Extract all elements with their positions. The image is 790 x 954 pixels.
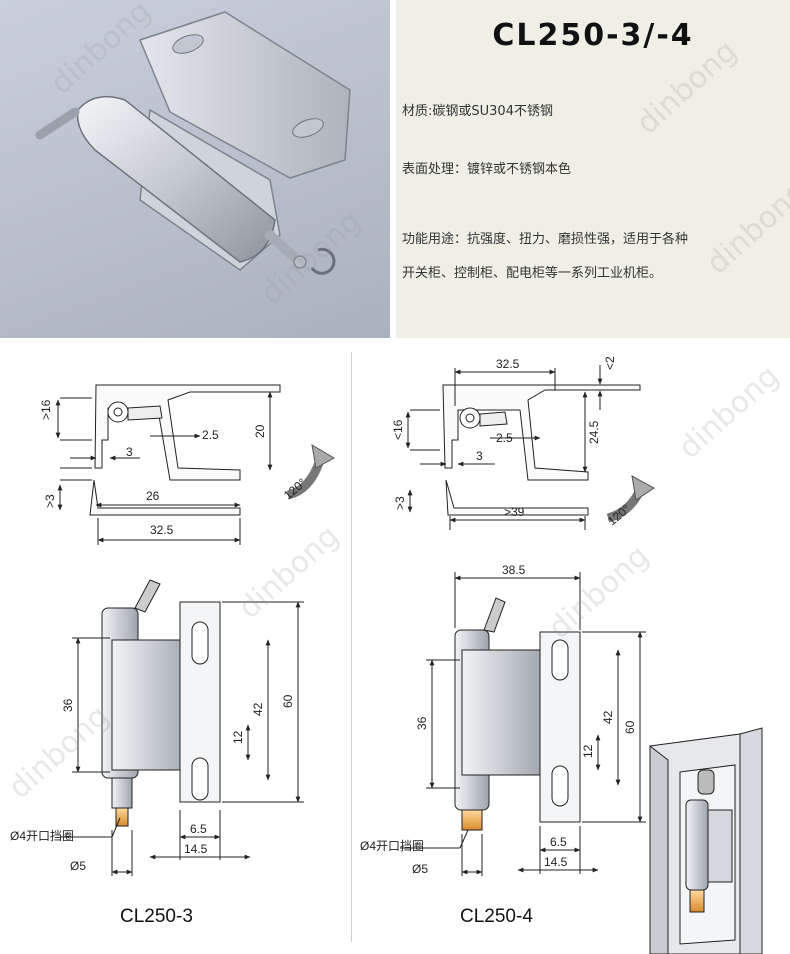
left-dimension-labels: >16 2.5 20 3 >3 26 32.5 120° 36 42 60 12… (10, 399, 309, 927)
watermark: dinbong (699, 173, 790, 282)
svg-text:Ø4开口挡圈: Ø4开口挡圈 (360, 839, 424, 853)
svg-text:26: 26 (146, 489, 160, 503)
svg-text:>39: >39 (504, 505, 525, 519)
svg-text:3: 3 (476, 449, 483, 463)
svg-text:>3: >3 (43, 494, 57, 508)
svg-text:60: 60 (281, 694, 295, 708)
svg-text:Ø4开口挡圈: Ø4开口挡圈 (10, 829, 74, 843)
svg-text:36: 36 (415, 716, 429, 730)
spec-material: 材质:碳钢或SU304不锈钢 (402, 104, 553, 119)
svg-text:dinbong: dinbong (2, 698, 116, 806)
svg-text:Ø5: Ø5 (412, 862, 428, 876)
svg-text:42: 42 (251, 702, 265, 716)
svg-text:42: 42 (601, 710, 615, 724)
drawing-divider (351, 352, 352, 942)
svg-text:14.5: 14.5 (544, 855, 568, 869)
product-title: CL250-3/-4 (492, 18, 694, 53)
svg-text:<16: <16 (391, 419, 405, 440)
left-model-label: CL250-3 (120, 906, 193, 927)
hinge-photo-illustration (35, 11, 351, 275)
svg-text:14.5: 14.5 (184, 842, 208, 856)
svg-text:12: 12 (231, 730, 245, 744)
right-dimension-labels: 32.5 <2 <16 2.5 24.5 3 >3 >39 120° 38.5 … (360, 356, 637, 927)
svg-text:32.5: 32.5 (150, 523, 174, 537)
svg-text:32.5: 32.5 (496, 357, 520, 371)
right-front-view (400, 572, 646, 876)
svg-text:>16: >16 (39, 399, 53, 420)
svg-text:dinbong: dinbong (542, 538, 656, 646)
left-front-view (60, 579, 304, 876)
svg-text:60: 60 (623, 720, 637, 734)
spec-usage-line1: 功能用途：抗强度、扭力、磨损性强，适用于各种 (402, 232, 689, 247)
left-side-profile (55, 384, 336, 545)
spec-usage-line2: 开关柜、控制柜、配电柜等一系列工业机柜。 (402, 266, 663, 281)
svg-text:12: 12 (581, 744, 595, 758)
spec-surface: 表面处理：镀锌或不锈钢本色 (402, 162, 572, 177)
cabinet-installation-illustration (649, 727, 763, 954)
svg-text:24.5: 24.5 (587, 420, 601, 444)
product-photo: dinbong dinbong (0, 0, 390, 338)
svg-text:6.5: 6.5 (550, 835, 567, 849)
svg-text:3: 3 (126, 445, 133, 459)
spec-panel: CL250-3/-4 材质:碳钢或SU304不锈钢 表面处理：镀锌或不锈钢本色 … (396, 0, 790, 338)
svg-text:2.5: 2.5 (496, 431, 513, 445)
svg-text:38.5: 38.5 (502, 563, 526, 577)
svg-text:dinbong: dinbong (232, 518, 346, 626)
svg-text:dinbong: dinbong (672, 358, 786, 466)
svg-text:Ø5: Ø5 (70, 859, 86, 873)
svg-text:>3: >3 (393, 496, 407, 510)
technical-drawings: >16 2.5 20 3 >3 26 32.5 120° 36 42 60 12… (2, 356, 786, 954)
right-side-profile (405, 365, 655, 530)
svg-text:20: 20 (253, 424, 267, 438)
right-model-label: CL250-4 (460, 906, 533, 927)
svg-text:<2: <2 (603, 356, 617, 370)
svg-text:36: 36 (61, 698, 75, 712)
svg-text:2.5: 2.5 (202, 428, 219, 442)
svg-text:6.5: 6.5 (190, 822, 207, 836)
